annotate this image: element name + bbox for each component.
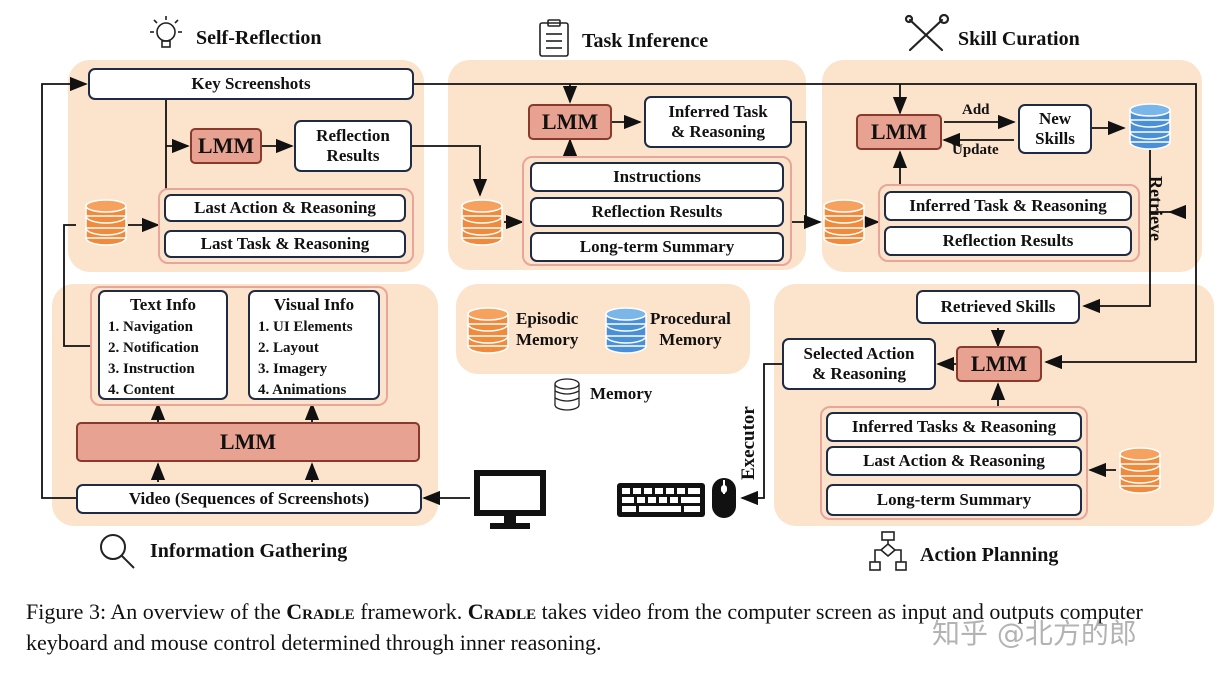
new-skills-line2: Skills: [1035, 129, 1075, 148]
watermark: 知乎 @北方的郎: [932, 617, 1137, 650]
inferred-tasks-reasoning-box: Inferred Tasks & Reasoning: [826, 412, 1082, 442]
episodic-line2: Memory: [516, 330, 579, 349]
caption-rest: takes video from the computer screen as …: [26, 599, 1143, 655]
monitor-icon: [474, 470, 546, 529]
flowchart-icon: [869, 531, 907, 571]
figure-caption: Figure 3: An overview of the Cradle fram…: [26, 596, 1216, 658]
memory-label: Memory: [590, 384, 653, 403]
new-skills-box: New Skills: [1018, 104, 1092, 154]
ti-reflection-results-box: Reflection Results: [530, 197, 784, 227]
episodic-memory-db-icon: [85, 199, 127, 246]
information-gathering-title: Information Gathering: [150, 540, 348, 562]
clipboard-icon: [539, 19, 569, 57]
ti-long-term-summary-box: Long-term Summary: [530, 232, 784, 262]
visual-info-title: Visual Info: [273, 295, 355, 314]
episodic-memory-legend-icon: [467, 307, 509, 354]
procedural-line2: Memory: [659, 330, 722, 349]
caption-prefix: Figure 3: An overview of the: [26, 599, 287, 624]
text-info-item: 3. Instruction: [108, 361, 195, 377]
lightbulb-icon: [150, 16, 182, 48]
inferred-task-reasoning-box: Inferred Task & Reasoning: [644, 96, 792, 148]
episodic-memory-db-icon: [1119, 447, 1161, 494]
text-info-title: Text Info: [130, 295, 196, 314]
update-label: Update: [952, 142, 999, 158]
add-label: Add: [962, 102, 990, 118]
caption-cradle-1: Cradle: [286, 599, 355, 624]
self-reflection-lmm: LMM: [190, 128, 262, 164]
task-inference-lmm: LMM: [528, 104, 612, 140]
text-info-box: Text Info 1. Navigation 2. Notification …: [98, 290, 228, 400]
inferred-task-line1: Inferred Task: [668, 102, 768, 121]
selected-action-reasoning-box: Selected Action & Reasoning: [782, 338, 936, 390]
text-info-item: 4. Content: [108, 382, 175, 398]
self-reflection-title: Self-Reflection: [196, 27, 322, 49]
reflection-results-box: Reflection Results: [294, 120, 412, 172]
action-planning-lmm: LMM: [956, 346, 1042, 382]
visual-info-box: Visual Info 1. UI Elements 2. Layout 3. …: [248, 290, 380, 400]
procedural-memory-db-icon: [1129, 103, 1171, 150]
visual-info-item: 4. Animations: [258, 382, 347, 398]
wrench-screwdriver-icon: [904, 14, 950, 52]
episodic-memory-db-icon: [823, 199, 865, 246]
ap-long-term-summary-box: Long-term Summary: [826, 484, 1082, 516]
selected-action-line2: & Reasoning: [812, 364, 906, 383]
procedural-memory-legend-icon: [605, 307, 647, 354]
ap-last-action-reasoning-box: Last Action & Reasoning: [826, 446, 1082, 476]
skill-curation-lmm: LMM: [856, 114, 942, 150]
mouse-icon: [712, 478, 736, 518]
reflection-results-line1: Reflection: [316, 126, 390, 145]
reflection-results-line2: Results: [326, 146, 380, 165]
visual-info-item: 3. Imagery: [258, 361, 328, 377]
executor-label: Executor: [738, 406, 759, 480]
memory-db-outline-icon: [554, 378, 580, 411]
last-action-reasoning-box: Last Action & Reasoning: [164, 194, 406, 222]
retrieve-label: Retrieve: [1146, 176, 1166, 241]
caption-cradle-2: Cradle: [467, 599, 537, 624]
sc-reflection-results-box: Reflection Results: [884, 226, 1132, 256]
task-inference-title: Task Inference: [582, 30, 709, 52]
instructions-box: Instructions: [530, 162, 784, 192]
episodic-memory-label: Episodic Memory: [516, 308, 578, 350]
skill-curation-title: Skill Curation: [958, 28, 1080, 50]
info-gathering-lmm: LMM: [76, 422, 420, 462]
procedural-memory-label: Procedural Memory: [650, 308, 731, 350]
sc-inferred-task-box: Inferred Task & Reasoning: [884, 191, 1132, 221]
procedural-line1: Procedural: [650, 309, 731, 328]
keyboard-icon: [617, 483, 705, 517]
text-info-item: 1. Navigation: [108, 319, 194, 335]
key-screenshots-box: Key Screenshots: [88, 68, 414, 100]
last-task-reasoning-box: Last Task & Reasoning: [164, 230, 406, 258]
text-info-item: 2. Notification: [108, 340, 199, 356]
video-box: Video (Sequences of Screenshots): [76, 484, 422, 514]
visual-info-item: 1. UI Elements: [258, 319, 353, 335]
new-skills-line1: New: [1038, 109, 1072, 128]
visual-info-item: 2. Layout: [258, 340, 319, 356]
episodic-line1: Episodic: [516, 309, 579, 328]
selected-action-line1: Selected Action: [803, 344, 915, 363]
inferred-task-line2: & Reasoning: [671, 122, 765, 141]
magnifier-icon: [100, 534, 135, 569]
episodic-memory-db-icon: [461, 199, 503, 246]
action-planning-title: Action Planning: [920, 544, 1059, 566]
retrieved-skills-box: Retrieved Skills: [916, 290, 1080, 324]
caption-mid: framework.: [354, 599, 468, 624]
